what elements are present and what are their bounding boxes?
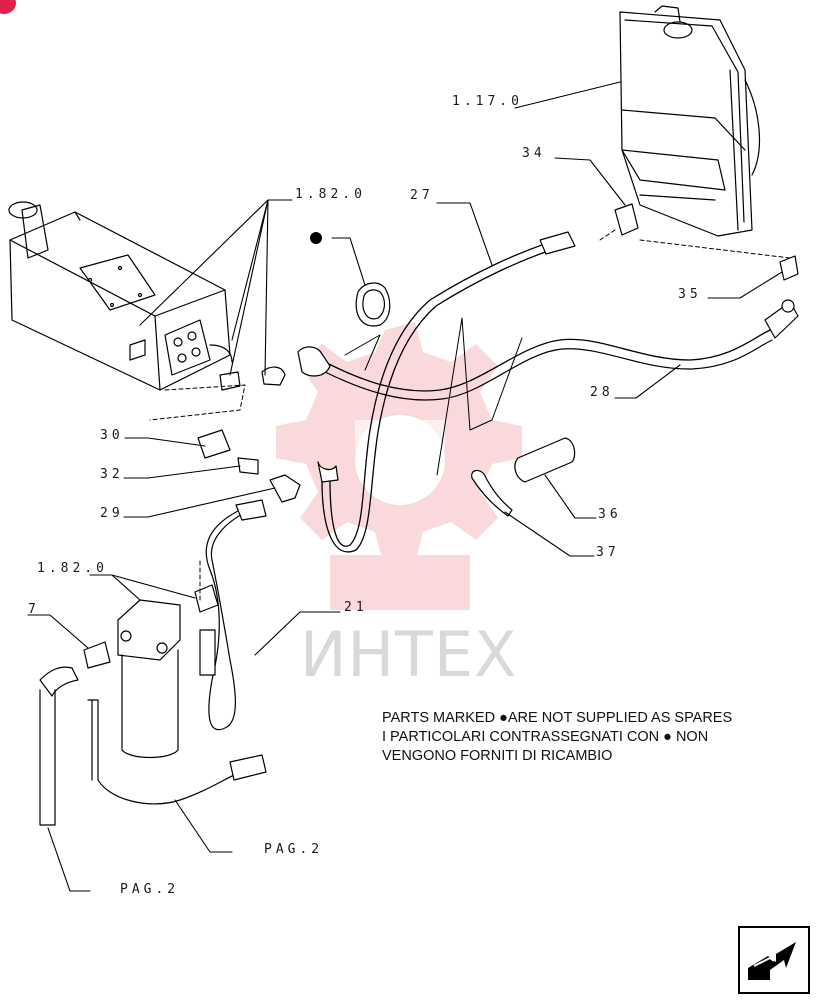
callout-37: 37	[596, 545, 620, 560]
watermark-gear	[276, 322, 522, 610]
gasket-seal	[355, 282, 391, 327]
next-page-arrow-icon	[748, 942, 796, 980]
hydraulic-tank	[8, 201, 233, 391]
clip-37	[471, 469, 513, 517]
callout-pag-2-b[interactable]: PAG.2	[120, 882, 180, 897]
callout-1-82-0-top: 1.82.0	[295, 187, 366, 202]
callout-1-82-0-bottom: 1.82.0	[37, 561, 108, 576]
callout-28: 28	[590, 385, 614, 400]
marked-part-dot	[310, 232, 322, 244]
note-line-1: PARTS MARKED ●ARE NOT SUPPLIED AS SPARES	[382, 710, 733, 726]
callout-27: 27	[410, 188, 434, 203]
callout-1-17-0: 1.17.0	[452, 94, 523, 109]
watermark-text: ИНТЕХ	[300, 618, 518, 691]
next-page-button[interactable]	[738, 926, 810, 994]
callout-7: 7	[28, 602, 40, 617]
filter-assembly	[39, 584, 267, 826]
note-line-2: I PARTICOLARI CONTRASSEGNATI CON ● NON	[382, 729, 709, 745]
callout-pag-2-a[interactable]: PAG.2	[264, 842, 324, 857]
sleeve-36	[514, 437, 576, 483]
hose-21	[205, 509, 251, 731]
spares-note: PARTS MARKED ●ARE NOT SUPPLIED AS SPARES…	[382, 709, 732, 766]
callout-21: 21	[344, 600, 368, 615]
note-line-3: VENGONO FORNITI DI RICAMBIO	[382, 748, 613, 764]
fitting-32	[237, 457, 259, 475]
fitting-35	[779, 255, 799, 281]
fitting-30	[197, 429, 231, 459]
callout-30: 30	[100, 428, 124, 443]
hose-27	[329, 235, 571, 547]
callout-35: 35	[678, 287, 702, 302]
fitting-29	[269, 474, 301, 503]
callout-34: 34	[522, 146, 546, 161]
radiator-assembly	[619, 5, 761, 237]
fitting-34	[614, 203, 639, 236]
callout-29: 29	[100, 506, 124, 521]
red-corner-badge	[0, 0, 16, 14]
hose-28	[324, 329, 771, 392]
callout-36: 36	[598, 507, 622, 522]
callout-32: 32	[100, 467, 124, 482]
